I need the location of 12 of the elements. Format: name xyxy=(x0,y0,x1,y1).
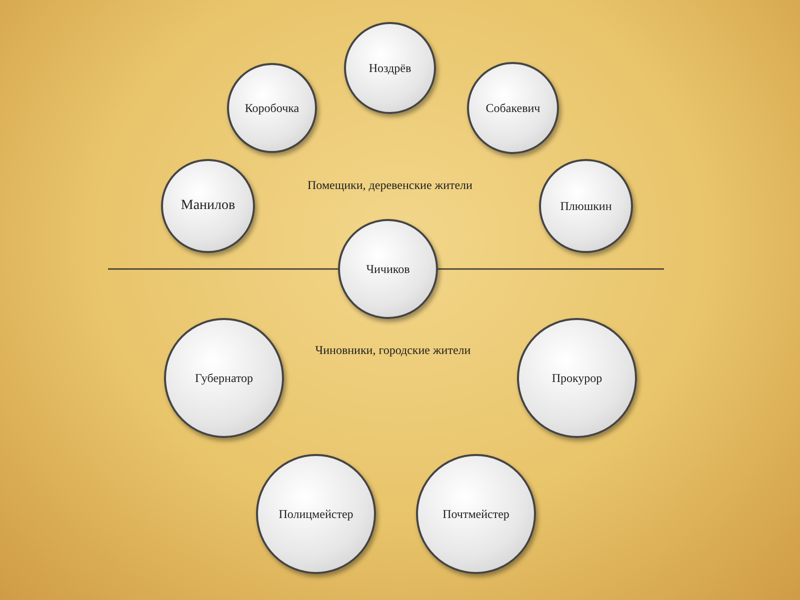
group-caption: Помещики, деревенские жители xyxy=(306,178,474,193)
node-label: Плюшкин xyxy=(560,198,612,214)
node-label: Манилов xyxy=(180,198,236,214)
node-label: Полицмейстер xyxy=(278,506,354,522)
node-label: Собакевич xyxy=(486,100,540,116)
group-caption: Чиновники, городские жители xyxy=(314,343,472,358)
node-label: Чичиков xyxy=(366,262,410,276)
node-label: Почтмейстер xyxy=(442,506,510,522)
node-label: Коробочка xyxy=(244,100,300,116)
node-label: Ноздрёв xyxy=(368,60,412,76)
node-label: Губернатор xyxy=(194,370,254,386)
node-label: Прокурор xyxy=(552,370,602,386)
